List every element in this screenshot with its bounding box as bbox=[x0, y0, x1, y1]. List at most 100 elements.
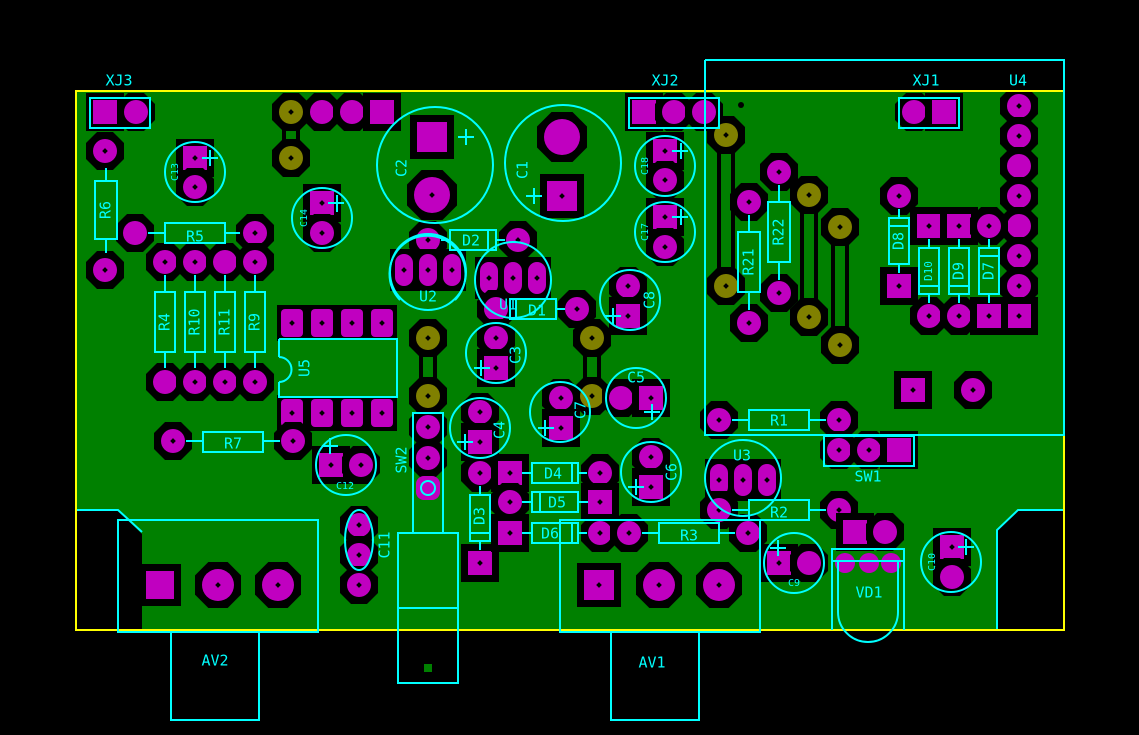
pad bbox=[146, 363, 184, 401]
drill-hole bbox=[328, 462, 334, 468]
label-xj1: XJ1 bbox=[912, 72, 939, 90]
pad bbox=[477, 290, 515, 328]
drill-hole bbox=[746, 320, 752, 326]
drill-hole bbox=[1016, 193, 1022, 199]
drill-hole bbox=[358, 462, 364, 468]
pad bbox=[272, 139, 310, 177]
pad bbox=[409, 377, 447, 415]
c4-outline bbox=[449, 397, 511, 459]
drill-hole bbox=[425, 393, 431, 399]
label-c4: C4 bbox=[491, 421, 509, 439]
label-c8: C8 bbox=[641, 291, 659, 309]
drill-hole bbox=[349, 410, 355, 416]
drill-hole bbox=[837, 342, 843, 348]
pad-copper bbox=[887, 438, 911, 462]
drill-hole bbox=[745, 530, 751, 536]
label-u2: U2 bbox=[419, 288, 437, 306]
label-c5: C5 bbox=[627, 369, 645, 387]
label-c2: C2 bbox=[393, 159, 411, 177]
drill-hole bbox=[836, 417, 842, 423]
pad bbox=[117, 93, 155, 131]
pad-copper bbox=[310, 100, 334, 124]
pad bbox=[491, 483, 529, 521]
pad bbox=[790, 298, 828, 336]
pad bbox=[461, 454, 499, 492]
drill-hole bbox=[949, 544, 955, 550]
pad bbox=[866, 513, 904, 551]
square-pad bbox=[577, 563, 621, 607]
pad bbox=[602, 379, 640, 417]
cutout-left-outline bbox=[76, 509, 143, 533]
drill-hole bbox=[625, 313, 631, 319]
fiducial bbox=[738, 102, 744, 108]
drill-hole bbox=[477, 409, 483, 415]
pad bbox=[255, 562, 301, 608]
drill-hole bbox=[102, 148, 108, 154]
sw1-outline bbox=[823, 435, 915, 467]
silk-line bbox=[278, 338, 398, 398]
ic-pad bbox=[337, 305, 367, 341]
drill-hole bbox=[740, 477, 746, 483]
pad bbox=[116, 214, 154, 252]
drill-hole bbox=[379, 410, 385, 416]
label-c14: C14 bbox=[299, 209, 310, 227]
drill-hole bbox=[252, 230, 258, 236]
drill-hole bbox=[776, 290, 782, 296]
pad bbox=[933, 558, 971, 596]
vd1-pin bbox=[881, 553, 901, 573]
xj2-outline bbox=[628, 97, 720, 129]
drill-hole bbox=[477, 470, 483, 476]
silk-line bbox=[704, 59, 1065, 436]
u2-circle bbox=[389, 233, 467, 311]
u5-notch bbox=[278, 356, 293, 383]
drill-hole bbox=[356, 552, 362, 558]
c2-outline bbox=[376, 106, 494, 224]
label-r11: R11 bbox=[216, 308, 234, 335]
c14-outline bbox=[291, 187, 353, 249]
sw2-marker bbox=[424, 664, 432, 672]
pad bbox=[1000, 177, 1038, 215]
drill-hole bbox=[970, 387, 976, 393]
drill-hole bbox=[836, 507, 842, 513]
drill-hole bbox=[597, 530, 603, 536]
pad bbox=[910, 297, 948, 335]
silkscreen-layer bbox=[75, 59, 1065, 721]
c12-outline bbox=[315, 434, 377, 496]
pad bbox=[499, 221, 537, 259]
drill-hole bbox=[716, 477, 722, 483]
c11-outline bbox=[344, 509, 374, 571]
drill-hole bbox=[170, 438, 176, 444]
drill-hole bbox=[252, 379, 258, 385]
drill-hole bbox=[662, 148, 668, 154]
pad bbox=[581, 514, 619, 552]
pad bbox=[272, 93, 310, 131]
vd1-pin bbox=[859, 553, 879, 573]
label-xj3: XJ3 bbox=[105, 72, 132, 90]
pad bbox=[610, 514, 648, 552]
oval-pad bbox=[414, 249, 442, 291]
pad bbox=[632, 438, 670, 476]
drill-hole bbox=[425, 267, 431, 273]
pad bbox=[303, 214, 341, 252]
pad bbox=[730, 183, 768, 221]
pad bbox=[176, 363, 214, 401]
drill-hole bbox=[425, 424, 431, 430]
pad bbox=[729, 514, 767, 552]
vd1-outline bbox=[831, 549, 905, 643]
square-pad bbox=[880, 267, 918, 305]
drill-hole bbox=[477, 439, 483, 445]
label-r4: R4 bbox=[156, 313, 174, 331]
pad bbox=[954, 371, 992, 409]
drill-hole bbox=[289, 320, 295, 326]
pad bbox=[303, 93, 341, 131]
c3-outline bbox=[465, 322, 527, 384]
pad bbox=[342, 446, 380, 484]
label-r2: R2 bbox=[770, 504, 788, 522]
label-c11: C11 bbox=[376, 531, 394, 558]
square-pad bbox=[625, 93, 663, 131]
drill-hole bbox=[806, 314, 812, 320]
drill-hole bbox=[896, 193, 902, 199]
drill-hole bbox=[597, 470, 603, 476]
drill-hole bbox=[589, 393, 595, 399]
